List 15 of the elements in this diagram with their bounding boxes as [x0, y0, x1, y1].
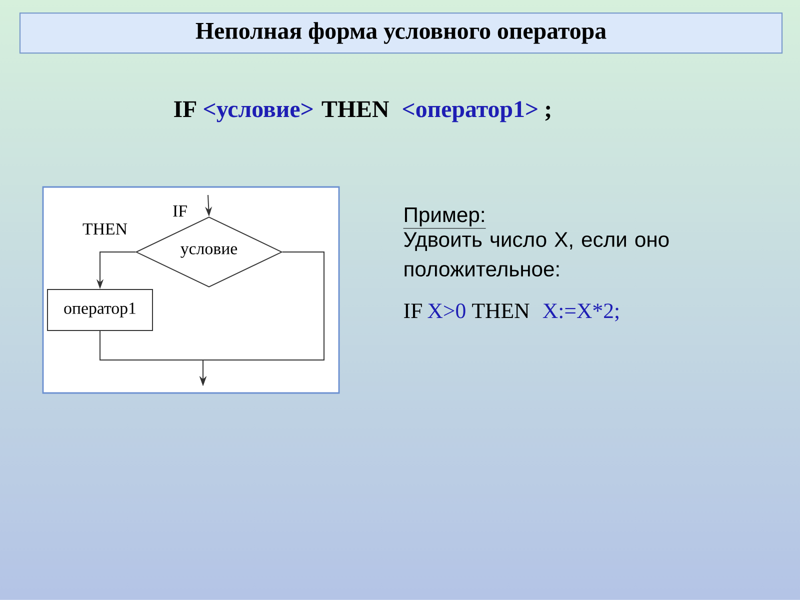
keyword: IF — [404, 304, 422, 318]
example-heading: Пример: — [403, 208, 486, 229]
keyword: THEN — [472, 304, 530, 318]
code-text: X:=X*2; — [542, 304, 618, 322]
keyword: THEN — [322, 101, 389, 117]
edge-label: THEN — [81, 222, 129, 236]
edge-label: IF — [171, 204, 189, 218]
example-text: Удвоить число X, если оно положительное: — [404, 232, 669, 277]
semicolon: ; — [545, 106, 550, 121]
code-text: X>0 — [428, 304, 466, 318]
process-box: оператор1 — [47, 289, 153, 331]
title-box: Неполная форма условного оператора — [19, 12, 783, 54]
keyword: IF — [174, 101, 196, 117]
placeholder-text: <оператор1> — [402, 101, 538, 122]
placeholder-text: <условие> — [204, 103, 313, 122]
